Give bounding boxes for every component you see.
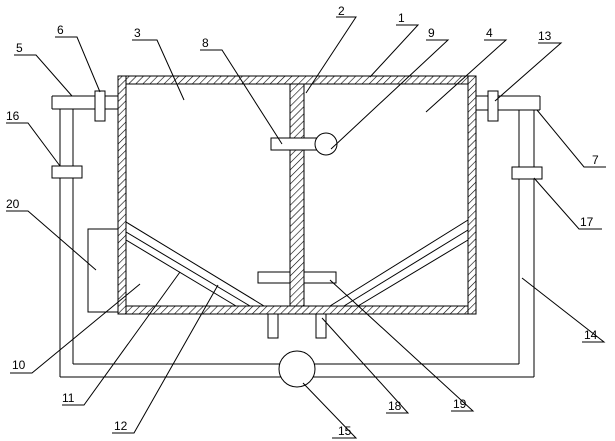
label-7: 7 bbox=[592, 153, 599, 167]
left-inlet-pipe bbox=[51, 90, 118, 122]
right-inclined-plates bbox=[329, 219, 469, 307]
label-14: 14 bbox=[584, 328, 598, 342]
right-pipe-valve bbox=[511, 166, 543, 180]
label-3: 3 bbox=[134, 26, 141, 40]
right-inlet-pipe bbox=[476, 90, 541, 122]
bottom-pipe bbox=[60, 363, 534, 378]
label-8: 8 bbox=[202, 36, 209, 50]
upper-blade bbox=[270, 137, 320, 151]
left-valve bbox=[94, 90, 106, 122]
lower-blade-left bbox=[257, 271, 291, 284]
label-13: 13 bbox=[538, 29, 552, 43]
label-10: 10 bbox=[12, 358, 26, 372]
left-inclined-plates bbox=[125, 221, 265, 307]
motor-circle bbox=[314, 132, 338, 156]
leader-lines bbox=[6, 16, 606, 439]
label-2: 2 bbox=[338, 4, 345, 18]
left-return-pipe bbox=[51, 109, 83, 377]
label-9: 9 bbox=[428, 26, 435, 40]
label-19: 19 bbox=[453, 397, 467, 411]
callout-labels: 1 2 3 4 5 6 7 8 9 10 11 12 13 14 15 16 1… bbox=[6, 4, 599, 438]
label-18: 18 bbox=[388, 399, 402, 413]
left-pipe-valve bbox=[51, 165, 83, 179]
pump-circle bbox=[278, 350, 316, 388]
bottom-outlet-left bbox=[267, 313, 279, 339]
label-16: 16 bbox=[6, 109, 20, 123]
side-box bbox=[87, 228, 119, 313]
center-partition bbox=[289, 83, 305, 307]
label-4: 4 bbox=[486, 26, 493, 40]
label-12: 12 bbox=[114, 419, 128, 433]
right-return-pipe bbox=[511, 110, 543, 377]
label-15: 15 bbox=[338, 424, 352, 438]
right-valve bbox=[487, 90, 499, 122]
label-20: 20 bbox=[6, 197, 20, 211]
label-6: 6 bbox=[57, 23, 64, 37]
bottom-outlet-right bbox=[315, 313, 327, 339]
label-1: 1 bbox=[398, 11, 405, 25]
label-17: 17 bbox=[580, 215, 594, 229]
label-11: 11 bbox=[62, 391, 75, 405]
lower-blade-right bbox=[303, 271, 337, 284]
label-5: 5 bbox=[16, 41, 23, 55]
